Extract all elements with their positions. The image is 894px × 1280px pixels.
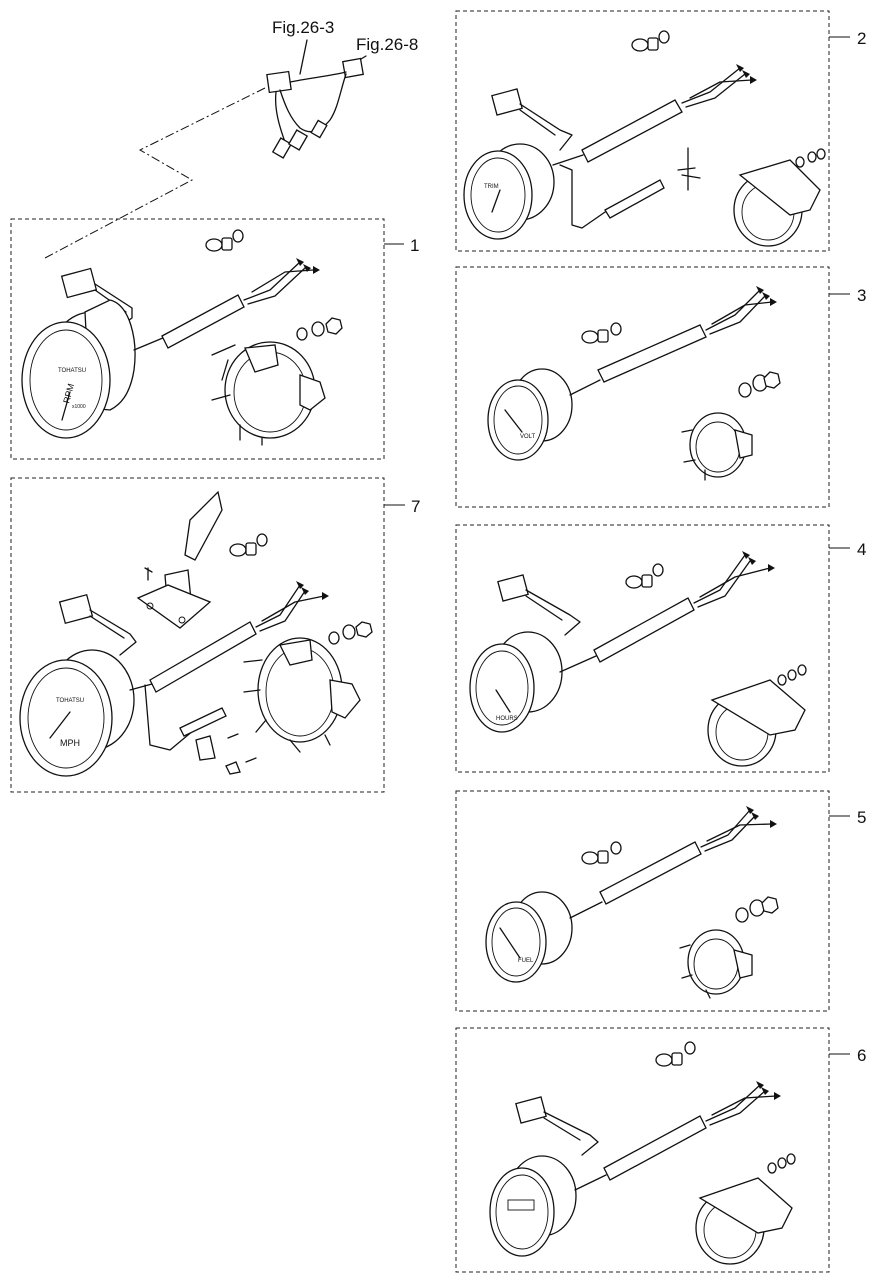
callout-7[interactable]: 7 <box>411 497 420 516</box>
callout-6[interactable]: 6 <box>857 1046 866 1065</box>
part-group-1: 1 TOHATSU RPM x1000 <box>10 218 419 460</box>
fig-ref-26-3[interactable]: Fig.26-3 <box>272 18 334 37</box>
callout-4[interactable]: 4 <box>857 540 866 559</box>
part-group-5: 5 FUEL <box>455 790 866 1012</box>
speedo-brand: TOHATSU <box>56 698 84 704</box>
wire-harness: Fig.26-3 Fig.26-8 <box>44 18 418 259</box>
callout-5[interactable]: 5 <box>857 808 866 827</box>
fig-ref-26-8[interactable]: Fig.26-8 <box>356 35 418 54</box>
hour-label: HOURS <box>496 716 518 722</box>
part-group-6: 6 <box>455 1027 866 1273</box>
part-group-4: 4 HOURS <box>455 524 866 773</box>
tach-brand: TOHATSU <box>58 368 86 374</box>
part-group-2: 2 TRIM <box>455 10 866 252</box>
callout-2[interactable]: 2 <box>857 29 866 48</box>
trim-label: TRIM <box>484 184 499 190</box>
part-group-7: 7 TOHATSU MPH <box>10 477 420 793</box>
volt-label: VOLT <box>520 434 536 440</box>
callout-3[interactable]: 3 <box>857 286 866 305</box>
part-group-3: 3 VOLT <box>455 266 866 508</box>
callout-1[interactable]: 1 <box>410 236 419 255</box>
speedo-unit: MPH <box>60 738 80 748</box>
fuel-label: FUEL <box>518 958 534 964</box>
tach-scale: x1000 <box>72 404 86 410</box>
